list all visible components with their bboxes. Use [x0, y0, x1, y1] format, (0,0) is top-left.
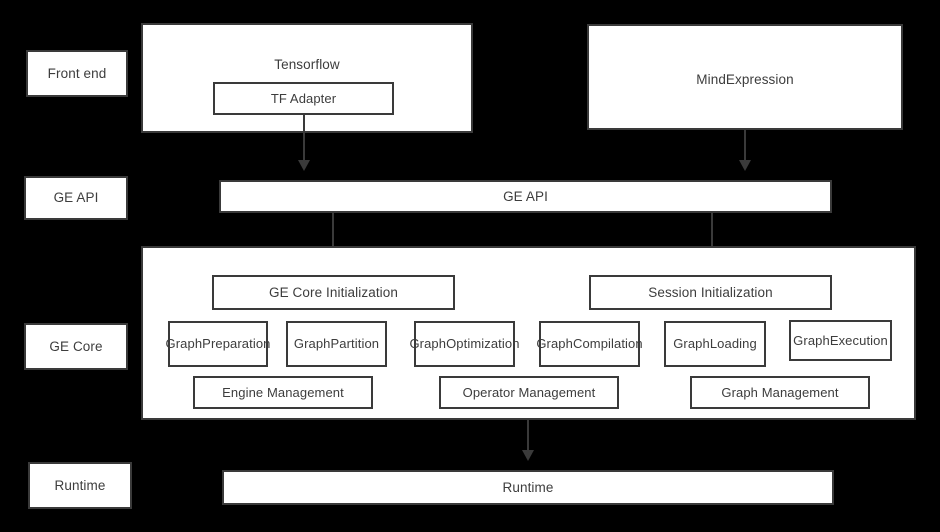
connector-mindexpression-to-ge-api-arrow	[739, 160, 751, 171]
management-operator: Operator Management	[439, 376, 619, 409]
module-graph-preparation-line2: Preparation	[202, 336, 271, 352]
module-graph-partition-line1: Graph	[293, 336, 331, 352]
session-initialization-box: Session Initialization	[589, 275, 832, 310]
stage-label-runtime: Runtime	[28, 462, 132, 509]
runtime-bar: Runtime	[222, 470, 834, 505]
management-engine: Engine Management	[193, 376, 373, 409]
connector-ge-core-to-runtime-arrow	[522, 450, 534, 461]
mindexpression-title: MindExpression	[696, 72, 794, 87]
tensorflow-title: Tensorflow	[274, 57, 340, 72]
connector-ge-api-to-session-init-line	[711, 212, 713, 254]
module-graph-loading-line2: Loading	[709, 336, 757, 352]
tf-adapter-box: TF Adapter	[213, 82, 394, 115]
module-graph-execution: Graph Execution	[789, 320, 892, 361]
mindexpression-container: MindExpression	[587, 24, 903, 130]
module-graph-partition: Graph Partition	[286, 321, 387, 367]
module-graph-execution-line2: Execution	[829, 332, 888, 348]
connector-tf-adapter-to-ge-api-arrow	[298, 160, 310, 171]
management-graph: Graph Management	[690, 376, 870, 409]
module-graph-loading-line1: Graph	[673, 336, 710, 352]
module-graph-loading: Graph Loading	[664, 321, 766, 367]
module-graph-optimization: Graph Optimization	[409, 321, 519, 367]
module-graph-optimization-line2: Optimization	[446, 336, 520, 352]
connector-tf-adapter-to-ge-api-line	[303, 115, 305, 165]
connector-ge-api-to-ge-core-init-line	[332, 212, 334, 254]
ge-api-bar: GE API	[219, 180, 832, 213]
module-graph-compilation: Graph Compilation	[536, 321, 643, 367]
stage-label-front-end: Front end	[26, 50, 128, 97]
module-graph-execution-line1: Graph	[793, 332, 830, 348]
tensorflow-container: Tensorflow	[141, 23, 473, 133]
ge-core-initialization-box: GE Core Initialization	[212, 275, 455, 310]
stage-label-ge-api: GE API	[24, 176, 128, 220]
module-graph-compilation-line1: Graph	[536, 336, 573, 352]
connector-mindexpression-to-ge-api-line	[744, 130, 746, 165]
connector-ge-core-to-runtime-line	[527, 420, 529, 454]
stage-label-ge-core: GE Core	[24, 323, 128, 370]
module-graph-optimization-line1: Graph	[409, 336, 447, 352]
module-graph-compilation-line2: Compilation	[572, 336, 643, 352]
module-graph-partition-line2: Partition	[330, 336, 380, 352]
module-graph-preparation: Graph Preparation	[165, 321, 271, 367]
module-graph-preparation-line1: Graph	[165, 336, 203, 352]
